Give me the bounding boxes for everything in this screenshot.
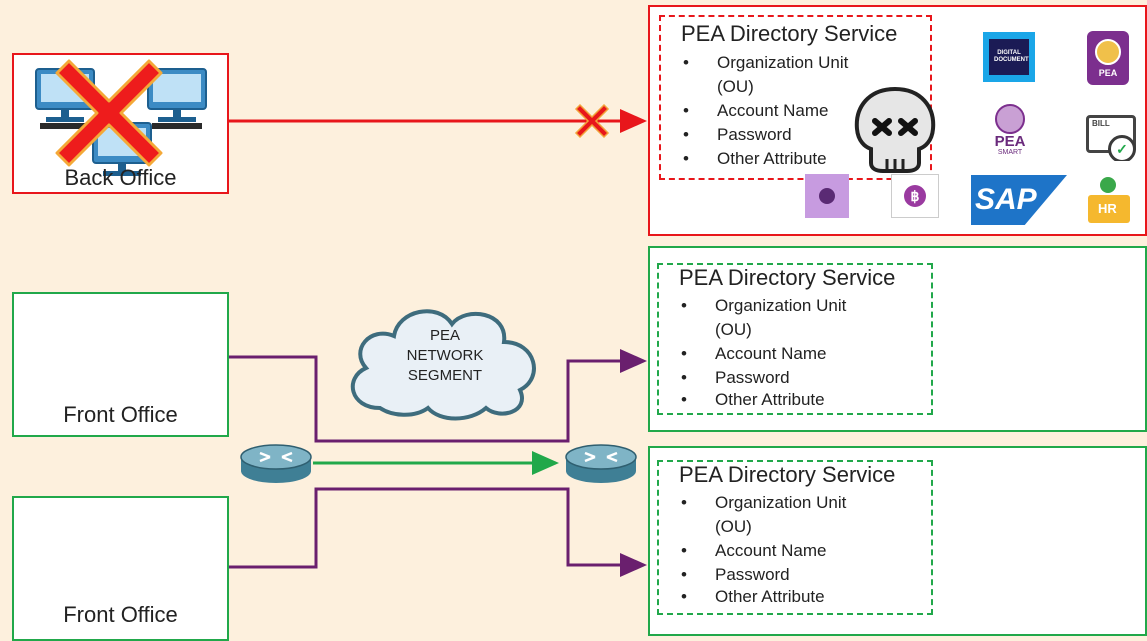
red-cross-icon — [55, 59, 163, 167]
attribute-item: •Account Name — [681, 344, 827, 363]
directory-bottom-attributes: •Organization Unit (OU) •Account Name •P… — [659, 491, 846, 607]
directory-mid-box: PEA Directory Service •Organization Unit… — [657, 263, 933, 415]
back-office-box[interactable]: Back Office — [12, 53, 229, 194]
sap-icon[interactable]: SAP — [971, 175, 1067, 225]
pea-life-label: PEA — [1098, 67, 1118, 78]
attribute-item: •Account Name — [683, 101, 829, 120]
skull-icon — [854, 86, 936, 173]
directory-mid-panel[interactable]: PEA Directory Service •Organization Unit… — [648, 246, 1147, 432]
attribute-item: •Account Name — [681, 541, 827, 560]
attribute-item: •Password — [681, 368, 790, 387]
attribute-item: •Organization Unit — [681, 296, 847, 315]
directory-bottom-title: PEA Directory Service — [679, 462, 896, 487]
directory-top-box: PEA Directory Service •Organization Unit… — [659, 15, 936, 180]
directory-top-panel[interactable]: PEA Directory Service •Organization Unit… — [648, 5, 1147, 236]
attribute-item: •Organization Unit — [683, 53, 849, 72]
directory-bottom-panel[interactable]: PEA Directory Service •Organization Unit… — [648, 446, 1147, 636]
attribute-item: •Other Attribute — [681, 587, 825, 606]
cloud-icon — [350, 309, 536, 421]
front-office-1-label: Front Office — [63, 402, 178, 427]
attribute-item: (OU) — [715, 320, 752, 339]
front-office-2-link — [229, 487, 647, 577]
support-app-icon[interactable] — [805, 174, 849, 218]
cloud-line-1: PEA — [429, 327, 460, 344]
cloud-line-2: NETWORK — [406, 347, 484, 364]
cloud-line-3: SEGMENT — [407, 367, 483, 384]
front-office-2-label: Front Office — [63, 602, 178, 627]
attribute-item: •Password — [683, 125, 792, 144]
pea-life-icon[interactable]: PEA — [1087, 31, 1129, 85]
router-icon — [240, 444, 312, 483]
directory-top-attributes: •Organization Unit (OU) •Account Name •P… — [661, 51, 848, 171]
hr-icon[interactable]: HR — [1082, 175, 1136, 225]
sap-label: SAP — [975, 183, 1037, 216]
hr-label: HR — [1098, 201, 1117, 216]
back-office-label: Back Office — [64, 165, 177, 190]
front-office-1-link — [229, 349, 647, 443]
pea-smart-plus-icon[interactable]: PEA SMART — [984, 99, 1036, 161]
attribute-item: •Other Attribute — [683, 149, 827, 168]
router-icon — [565, 444, 637, 483]
attribute-item: •Organization Unit — [681, 493, 847, 512]
directory-bottom-box: PEA Directory Service •Organization Unit… — [657, 460, 933, 615]
directory-top-title: PEA Directory Service — [681, 21, 898, 46]
front-office-2-box[interactable]: Front Office — [12, 496, 229, 641]
attribute-item: (OU) — [715, 517, 752, 536]
bill-label: BILL — [1092, 119, 1110, 128]
bill-icon[interactable]: BILL ✓ — [1082, 109, 1136, 161]
front-office-1-box[interactable]: Front Office — [12, 292, 229, 437]
check-icon: ✓ — [1108, 135, 1136, 161]
small-cross-icon — [574, 103, 610, 139]
directory-mid-title: PEA Directory Service — [679, 265, 896, 290]
cloud-label: PEA NETWORK SEGMENT — [375, 326, 515, 386]
finance-app-icon[interactable]: ฿ — [891, 174, 939, 218]
digital-document-label: DIGITAL DOCUMENT — [994, 50, 1029, 63]
digital-document-icon[interactable]: DIGITAL DOCUMENT — [983, 32, 1035, 82]
attribute-item: •Other Attribute — [681, 390, 825, 409]
attribute-item: (OU) — [717, 77, 754, 96]
pea-smart-plus-label: PEA — [994, 133, 1026, 150]
pea-smart-sub-label: SMART — [997, 149, 1023, 156]
directory-mid-attributes: •Organization Unit (OU) •Account Name •P… — [659, 294, 846, 410]
attribute-item: •Password — [681, 565, 790, 584]
